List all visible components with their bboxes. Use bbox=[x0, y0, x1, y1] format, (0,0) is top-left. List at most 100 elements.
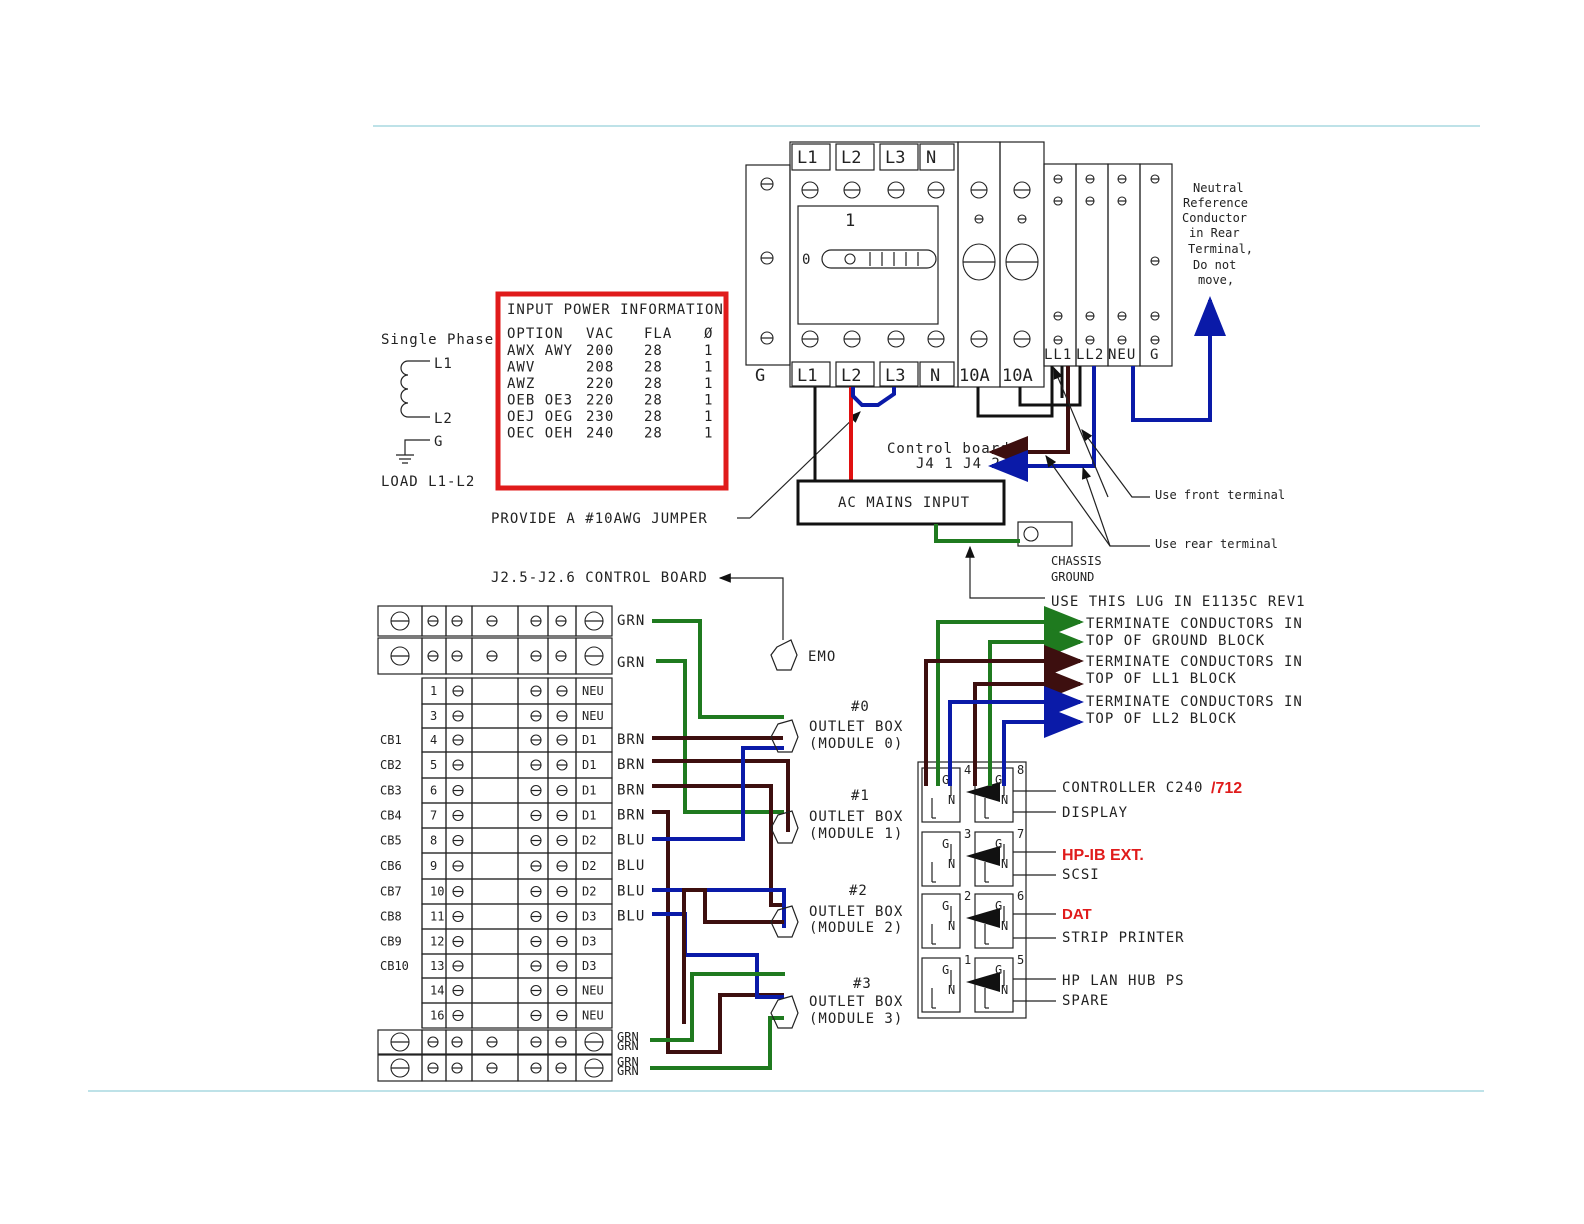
terminal-tag: D1 bbox=[582, 784, 596, 798]
phase-load: LOAD L1-L2 bbox=[381, 474, 475, 490]
svg-text:OUTLET BOX: OUTLET BOX bbox=[809, 994, 903, 1010]
terminal-num: 1 bbox=[430, 684, 437, 698]
ipt-cell: 230 bbox=[586, 409, 614, 425]
receptacle-arrow bbox=[966, 846, 1000, 866]
wire-label: BRN bbox=[617, 732, 645, 748]
terminate-ll2-1: TERMINATE CONDUCTORS IN bbox=[1086, 694, 1303, 710]
svg-text:#3: #3 bbox=[853, 976, 872, 992]
receptacle-g: G bbox=[995, 773, 1002, 787]
emo-symbol bbox=[770, 639, 798, 671]
breaker-bottom-label-l3: L3 bbox=[885, 366, 905, 386]
cb-label: CB2 bbox=[380, 758, 402, 772]
terminal-num: 14 bbox=[430, 984, 444, 998]
terminal-tag: D2 bbox=[582, 885, 596, 899]
terminal-num: 12 bbox=[430, 935, 444, 949]
cb-label: CB9 bbox=[380, 935, 402, 949]
svg-text:move,: move, bbox=[1198, 273, 1234, 287]
device-scsi: SCSI bbox=[1062, 867, 1100, 883]
outlet-box-1: #1 OUTLET BOX (MODULE 1) bbox=[770, 788, 903, 844]
input-power-box bbox=[495, 291, 729, 491]
receptacle-arrow bbox=[966, 782, 1000, 802]
terminal-tag: NEU bbox=[582, 984, 604, 998]
cb-label: CB6 bbox=[380, 859, 402, 873]
svg-text:OUTLET BOX: OUTLET BOX bbox=[809, 904, 903, 920]
10a-wire-2 bbox=[1018, 366, 1082, 407]
terminal-num: 8 bbox=[430, 834, 437, 848]
receptacle-g: G bbox=[942, 963, 949, 977]
receptacle-arrow bbox=[966, 972, 1000, 992]
cb-label: CB4 bbox=[380, 809, 402, 823]
control-board-label: Control board bbox=[887, 441, 1010, 457]
jumper-note: PROVIDE A #10AWG JUMPER bbox=[491, 511, 708, 527]
coil-symbol bbox=[396, 360, 430, 464]
terminal-num: 11 bbox=[430, 910, 444, 924]
ipt-cell: AWZ bbox=[507, 376, 535, 392]
ipt-header-3: Ø bbox=[704, 326, 713, 342]
ipt-cell: 220 bbox=[586, 393, 614, 409]
breaker-top-label-l1: L1 bbox=[797, 148, 817, 168]
terminal-num: 6 bbox=[430, 784, 437, 798]
svg-text:Terminal,: Terminal, bbox=[1188, 242, 1253, 256]
ipt-cell: 208 bbox=[586, 360, 614, 376]
j2-control-board-label: J2.5-J2.6 CONTROL BOARD bbox=[491, 570, 708, 586]
phase-title: Single Phase bbox=[381, 332, 494, 348]
svg-text:#1: #1 bbox=[851, 788, 870, 804]
device-hpib: HP-IB EXT. bbox=[1062, 847, 1144, 864]
receptacle-num: 1 bbox=[964, 953, 971, 967]
use-front-label: Use front terminal bbox=[1155, 488, 1285, 502]
receptacle-g: G bbox=[995, 899, 1002, 913]
block-label-g: G bbox=[1150, 347, 1159, 363]
receptacle-num: 2 bbox=[964, 889, 971, 903]
terminal-num: 9 bbox=[430, 859, 437, 873]
receptacle-n: N bbox=[1001, 983, 1008, 997]
switch-off-label: 0 bbox=[802, 252, 811, 268]
grn-label-6: GRN bbox=[617, 1064, 639, 1078]
control-board-pins: J4 1 J4 2 bbox=[916, 456, 1001, 472]
input-power-title: INPUT POWER INFORMATION bbox=[507, 302, 724, 318]
receptacle-g: G bbox=[995, 837, 1002, 851]
grn-label-2: GRN bbox=[617, 655, 645, 671]
breaker-top-label-l3: L3 bbox=[885, 148, 905, 168]
ipt-cell: 240 bbox=[586, 426, 614, 442]
device-lan-hub: HP LAN HUB PS bbox=[1062, 973, 1185, 989]
receptacle-n: N bbox=[1001, 919, 1008, 933]
cb-label: CB3 bbox=[380, 784, 402, 798]
svg-text:#0: #0 bbox=[851, 699, 870, 715]
terminal-tag: NEU bbox=[582, 1009, 604, 1023]
breaker-bottom-label-n: N bbox=[930, 366, 940, 386]
wire-label: BLU bbox=[617, 858, 645, 874]
svg-text:Conductor: Conductor bbox=[1182, 211, 1247, 225]
10a-wire-1 bbox=[976, 366, 1054, 418]
device-dat: DAT bbox=[1062, 906, 1092, 923]
breaker-top-label-n: N bbox=[926, 148, 936, 168]
device-labels: CONTROLLER C240 /712 DISPLAY HP-IB EXT. … bbox=[1013, 780, 1242, 1009]
ipt-cell: 1 bbox=[704, 393, 713, 409]
terminal-tag: D2 bbox=[582, 834, 596, 848]
receptacle-num: 4 bbox=[964, 763, 971, 777]
grn-label-3: GRN bbox=[617, 1030, 639, 1044]
device-controller-red: /712 bbox=[1211, 780, 1242, 797]
chassis-label-2: GROUND bbox=[1051, 570, 1094, 584]
breaker-top-label-l2: L2 bbox=[841, 148, 861, 168]
breaker-bottom-label-l2: L2 bbox=[841, 366, 861, 386]
ipt-cell: 1 bbox=[704, 409, 713, 425]
receptacle-num: 8 bbox=[1017, 763, 1024, 777]
use-rear-label: Use rear terminal bbox=[1155, 537, 1278, 551]
phase-g: G bbox=[434, 434, 443, 450]
terminal-tag: D3 bbox=[582, 959, 596, 973]
device-spare: SPARE bbox=[1062, 993, 1109, 1009]
cb-label: CB7 bbox=[380, 885, 402, 899]
svg-text:OUTLET BOX: OUTLET BOX bbox=[809, 809, 903, 825]
wire-label: BLU bbox=[617, 833, 645, 849]
ipt-cell: OEJ OEG bbox=[507, 409, 573, 425]
receptacle-g: G bbox=[942, 837, 949, 851]
outlet-box-2: #2 OUTLET BOX (MODULE 2) bbox=[770, 883, 903, 938]
blue-jumper bbox=[851, 387, 896, 407]
ipt-cell: 1 bbox=[704, 360, 713, 376]
ipt-header-0: OPTION bbox=[507, 326, 564, 342]
ipt-cell: 1 bbox=[704, 343, 713, 359]
svg-text:Do not: Do not bbox=[1193, 258, 1236, 272]
